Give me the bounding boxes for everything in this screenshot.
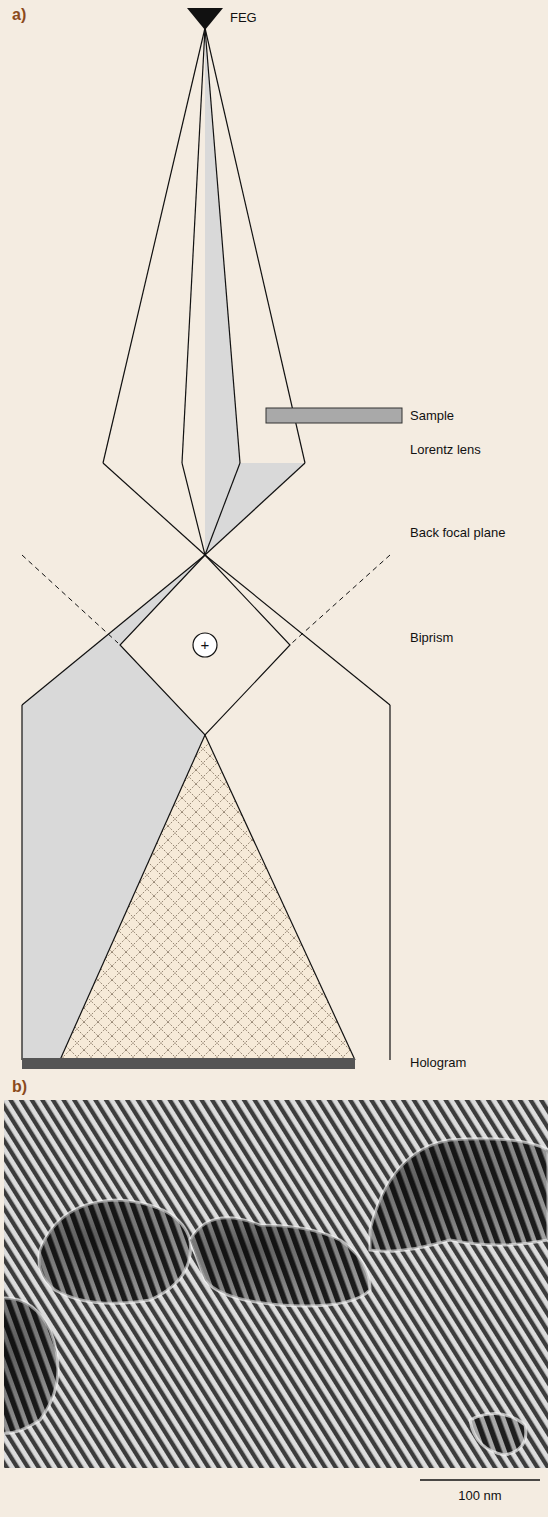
- hologram-plate: [22, 1058, 355, 1069]
- interference-region: [60, 735, 355, 1060]
- hologram-micrograph: [4, 1100, 548, 1468]
- electron-rays: [22, 28, 390, 1060]
- part-label: Sample: [410, 408, 454, 423]
- part-label: Biprism: [410, 630, 453, 645]
- sample-slab: [266, 408, 402, 423]
- panel-letter: b): [12, 1078, 27, 1096]
- biprism-sign: +: [195, 637, 215, 652]
- part-label: Back focal plane: [410, 525, 520, 540]
- part-label: Lorentz lens: [410, 442, 481, 457]
- part-label: Hologram: [410, 1055, 466, 1070]
- source-label: FEG: [230, 10, 257, 25]
- panel-letter: a): [12, 6, 26, 24]
- scale-label: 100 nm: [458, 1488, 501, 1503]
- biprism-wire: [193, 633, 217, 657]
- scale-bar: [420, 1479, 540, 1481]
- field-emission-gun: [187, 8, 223, 30]
- virtual-source-lines: [22, 555, 390, 643]
